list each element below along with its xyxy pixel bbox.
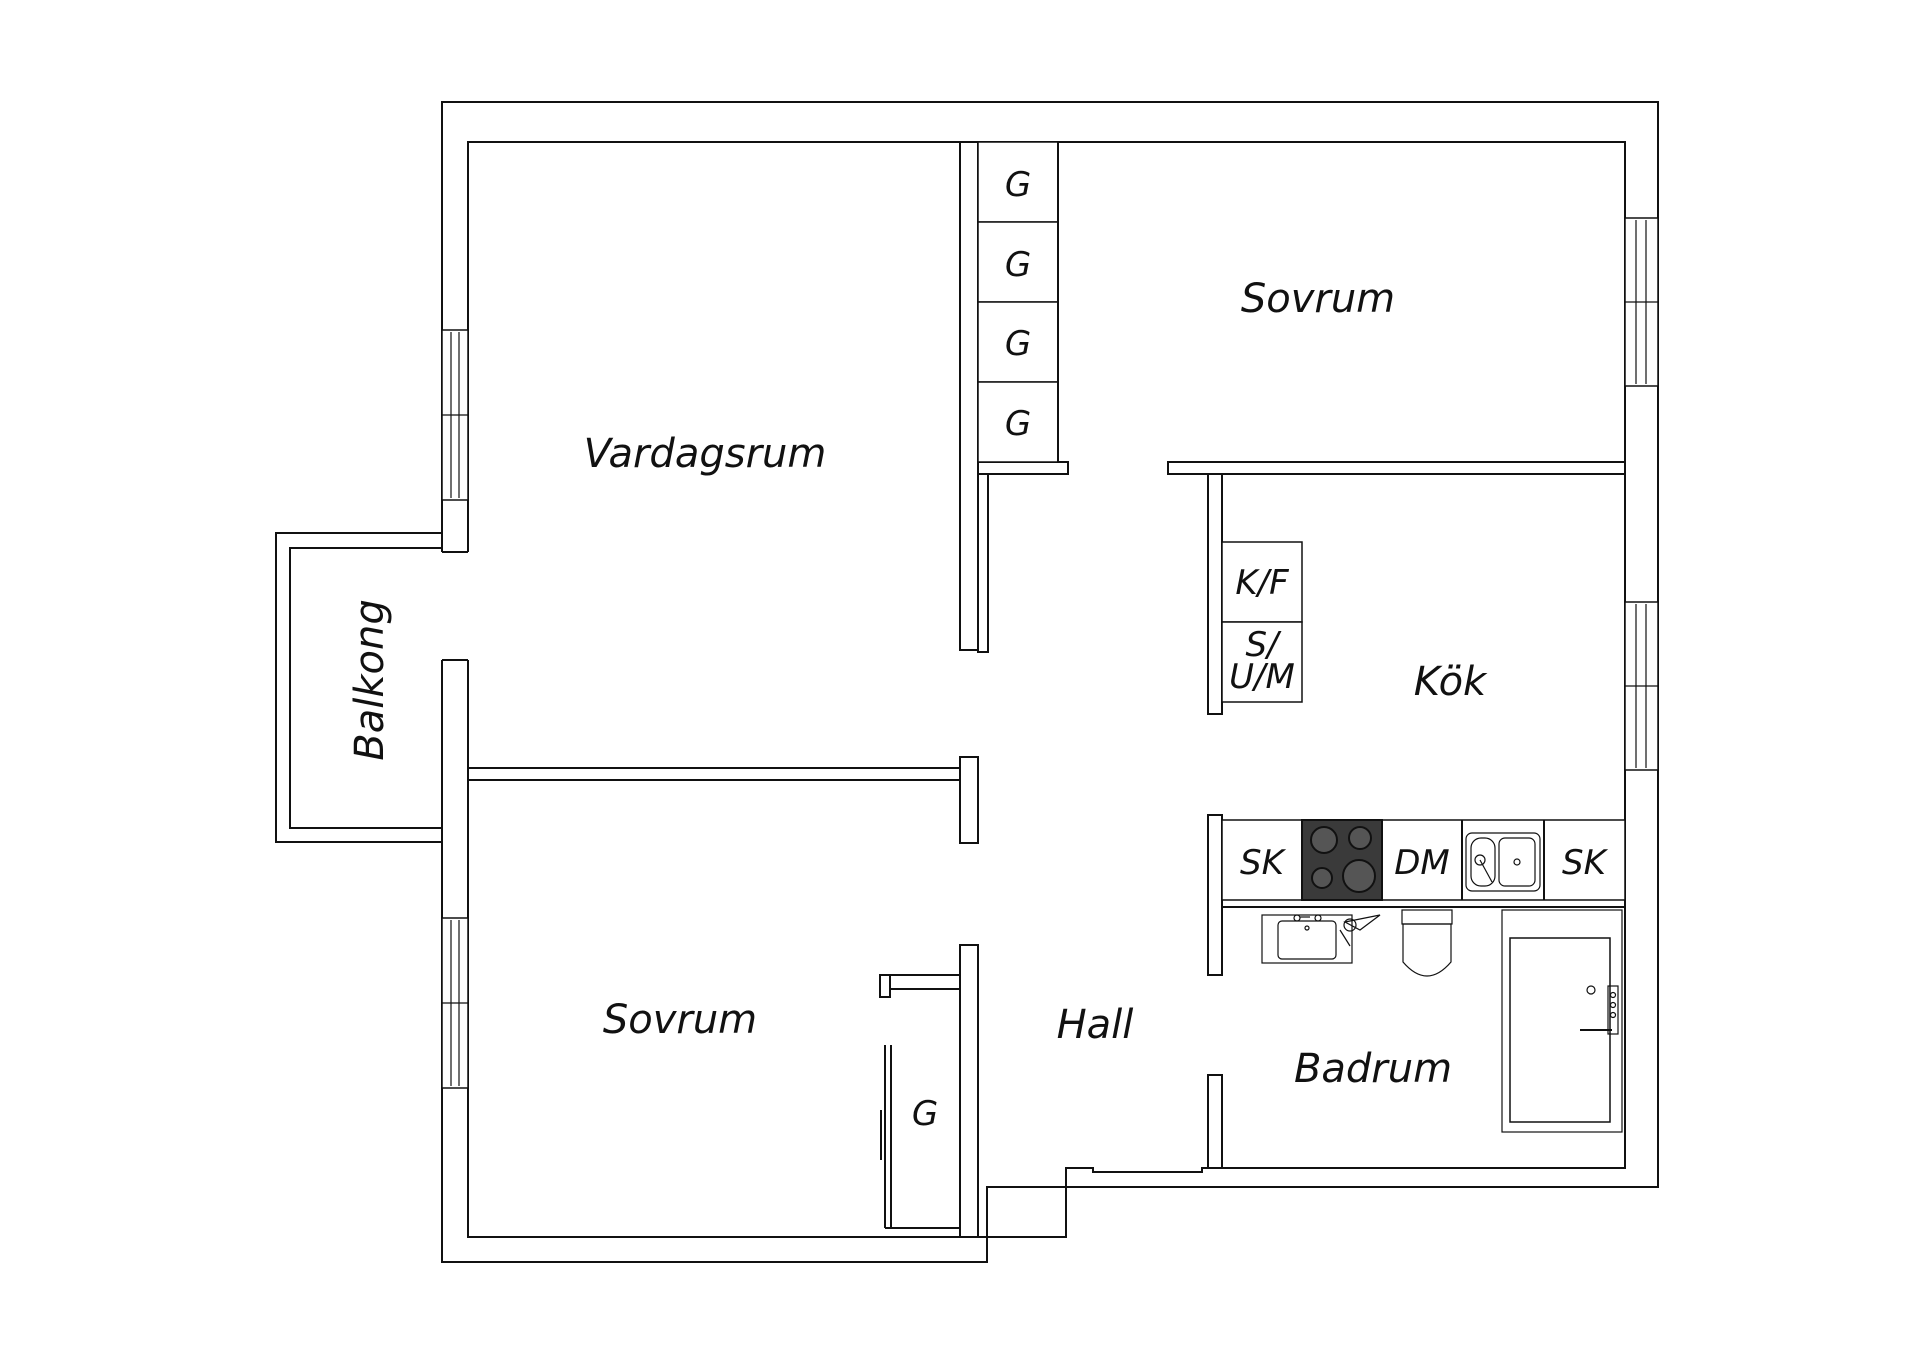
freezer-label-bottom: U/M: [1229, 657, 1295, 697]
room-label-hall: Hall: [1057, 1002, 1134, 1048]
room-label-living: Vardagsrum: [584, 431, 827, 477]
room-label-bedroom-bottom: Sovrum: [603, 997, 757, 1043]
window-icon: [1624, 601, 1659, 771]
toilet-icon: [1401, 909, 1453, 977]
room-label-kitchen: Kök: [1414, 659, 1488, 705]
wardrobe-label: G: [1005, 165, 1031, 205]
washbasin-icon: [1261, 914, 1353, 964]
window-icon: [441, 917, 469, 1089]
kitchen-counter: SK DM SK: [1221, 819, 1626, 901]
room-label-bathroom: Badrum: [1294, 1046, 1452, 1092]
interior-walls: [467, 141, 1626, 1238]
cabinet-label: SK: [1240, 843, 1287, 883]
shower-mixer-icon: [1339, 914, 1381, 947]
sink-icon: [1465, 832, 1541, 892]
fridge-label: K/F: [1235, 563, 1289, 603]
room-label-bedroom-top: Sovrum: [1241, 276, 1395, 322]
wardrobe-label: G: [912, 1094, 938, 1134]
stove-icon: [1301, 819, 1383, 901]
room-label-balcony: Balkong: [347, 599, 393, 760]
bathtub-icon: [1501, 909, 1623, 1133]
cabinet-label: SK: [1562, 843, 1609, 883]
freezer-label-top: S/: [1245, 625, 1282, 665]
window-icon: [1624, 217, 1659, 387]
fridge-freezer: K/F S/ U/M: [1221, 541, 1303, 703]
wardrobe-label: G: [1005, 404, 1031, 444]
wardrobe-label: G: [1005, 245, 1031, 285]
balcony: [275, 532, 470, 843]
wardrobe-label: G: [1005, 324, 1031, 364]
window-icon: [441, 329, 469, 501]
dishwasher-label: DM: [1394, 843, 1450, 883]
wardrobe-bottom: G: [880, 1045, 960, 1229]
wardrobe-column: G G G G: [977, 141, 1059, 463]
